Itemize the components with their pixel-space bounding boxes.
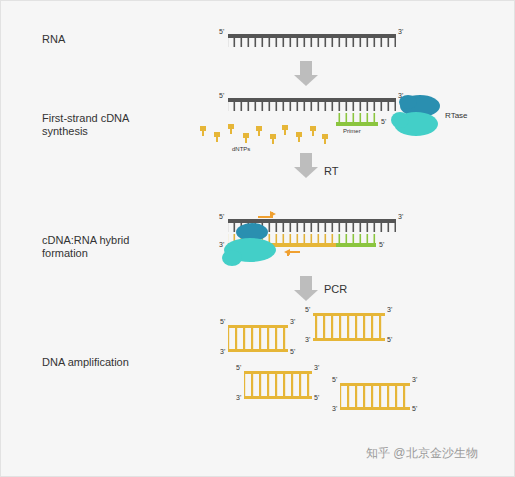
rna-strand: [228, 98, 396, 111]
end-label: 3': [220, 348, 225, 356]
end-label: 3': [398, 213, 403, 221]
end-label: 5': [379, 241, 384, 249]
end-label: 5': [219, 92, 224, 100]
step-label: PCR: [324, 283, 347, 296]
dsdna: [244, 371, 312, 399]
end-label: 5': [305, 306, 310, 314]
process-arrow: [294, 153, 318, 178]
end-label: 5': [220, 318, 225, 326]
end-label: 5': [219, 28, 224, 36]
rtase-enzyme: [391, 95, 440, 136]
end-label: 3': [314, 364, 319, 372]
end-label: 5': [219, 213, 224, 221]
dsdna: [313, 313, 385, 341]
end-label: 3': [398, 28, 403, 36]
stage-label: DNA amplification: [42, 356, 129, 369]
dsdna: [340, 383, 410, 410]
end-label: 3': [398, 92, 403, 100]
end-label: 3': [305, 336, 310, 344]
end-label: 5': [290, 348, 295, 356]
step-label: RT: [324, 165, 338, 178]
end-label: 3': [387, 306, 392, 314]
part-label: RTase: [445, 111, 468, 121]
end-label: 5': [236, 364, 241, 372]
end-label: 5': [332, 376, 337, 384]
end-label: 3': [290, 318, 295, 326]
part-label: Primer: [343, 128, 361, 135]
dntps: [200, 124, 328, 144]
end-label: 3': [332, 405, 337, 413]
end-label: 3': [412, 376, 417, 384]
stage-label: RNA: [42, 33, 65, 46]
part-label: dNTPs: [232, 146, 250, 153]
rna-strand: [228, 34, 396, 47]
end-label: 5': [381, 118, 386, 126]
pcr-primer-arrows: [258, 211, 300, 256]
stage-label: cDNA:RNA hybrid formation: [42, 234, 137, 260]
end-label: 5': [387, 336, 392, 344]
watermark: 知乎 @北京金沙生物: [366, 446, 478, 460]
end-label: 3': [219, 241, 224, 249]
rtase-enzyme: [222, 223, 276, 266]
end-label: 5': [314, 394, 319, 402]
process-arrow: [294, 276, 318, 301]
end-label: 5': [412, 405, 417, 413]
end-label: 3': [236, 394, 241, 402]
primer: [336, 113, 378, 126]
process-arrow: [294, 61, 318, 86]
dsdna: [228, 325, 288, 352]
stage-label: First-strand cDNA synthesis: [42, 112, 130, 138]
